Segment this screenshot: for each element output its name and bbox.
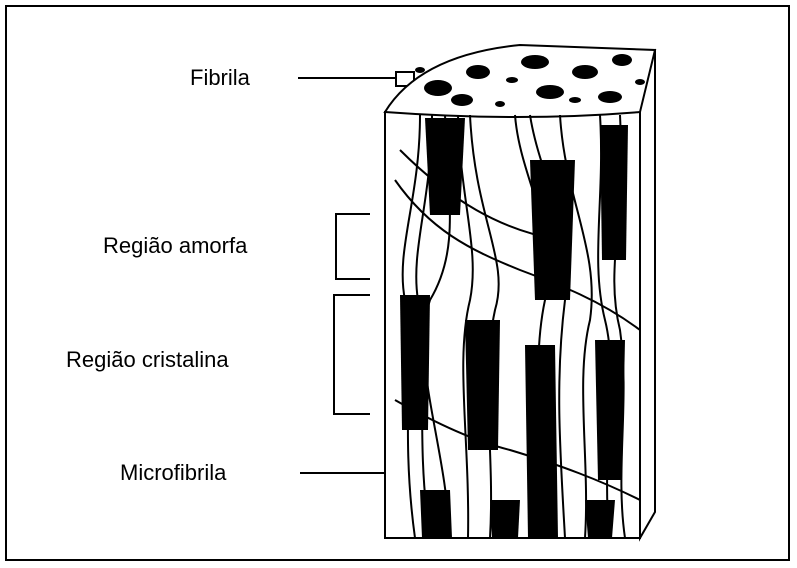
- label-microfibrila: Microfibrila: [120, 462, 226, 484]
- label-fibrila: Fibrila: [190, 67, 250, 89]
- label-regiao-amorfa: Região amorfa: [103, 235, 247, 257]
- amorfa-bracket: [336, 214, 370, 279]
- cristalina-bracket: [334, 295, 370, 414]
- cross-section-top: [385, 45, 655, 117]
- label-regiao-cristalina: Região cristalina: [66, 349, 229, 371]
